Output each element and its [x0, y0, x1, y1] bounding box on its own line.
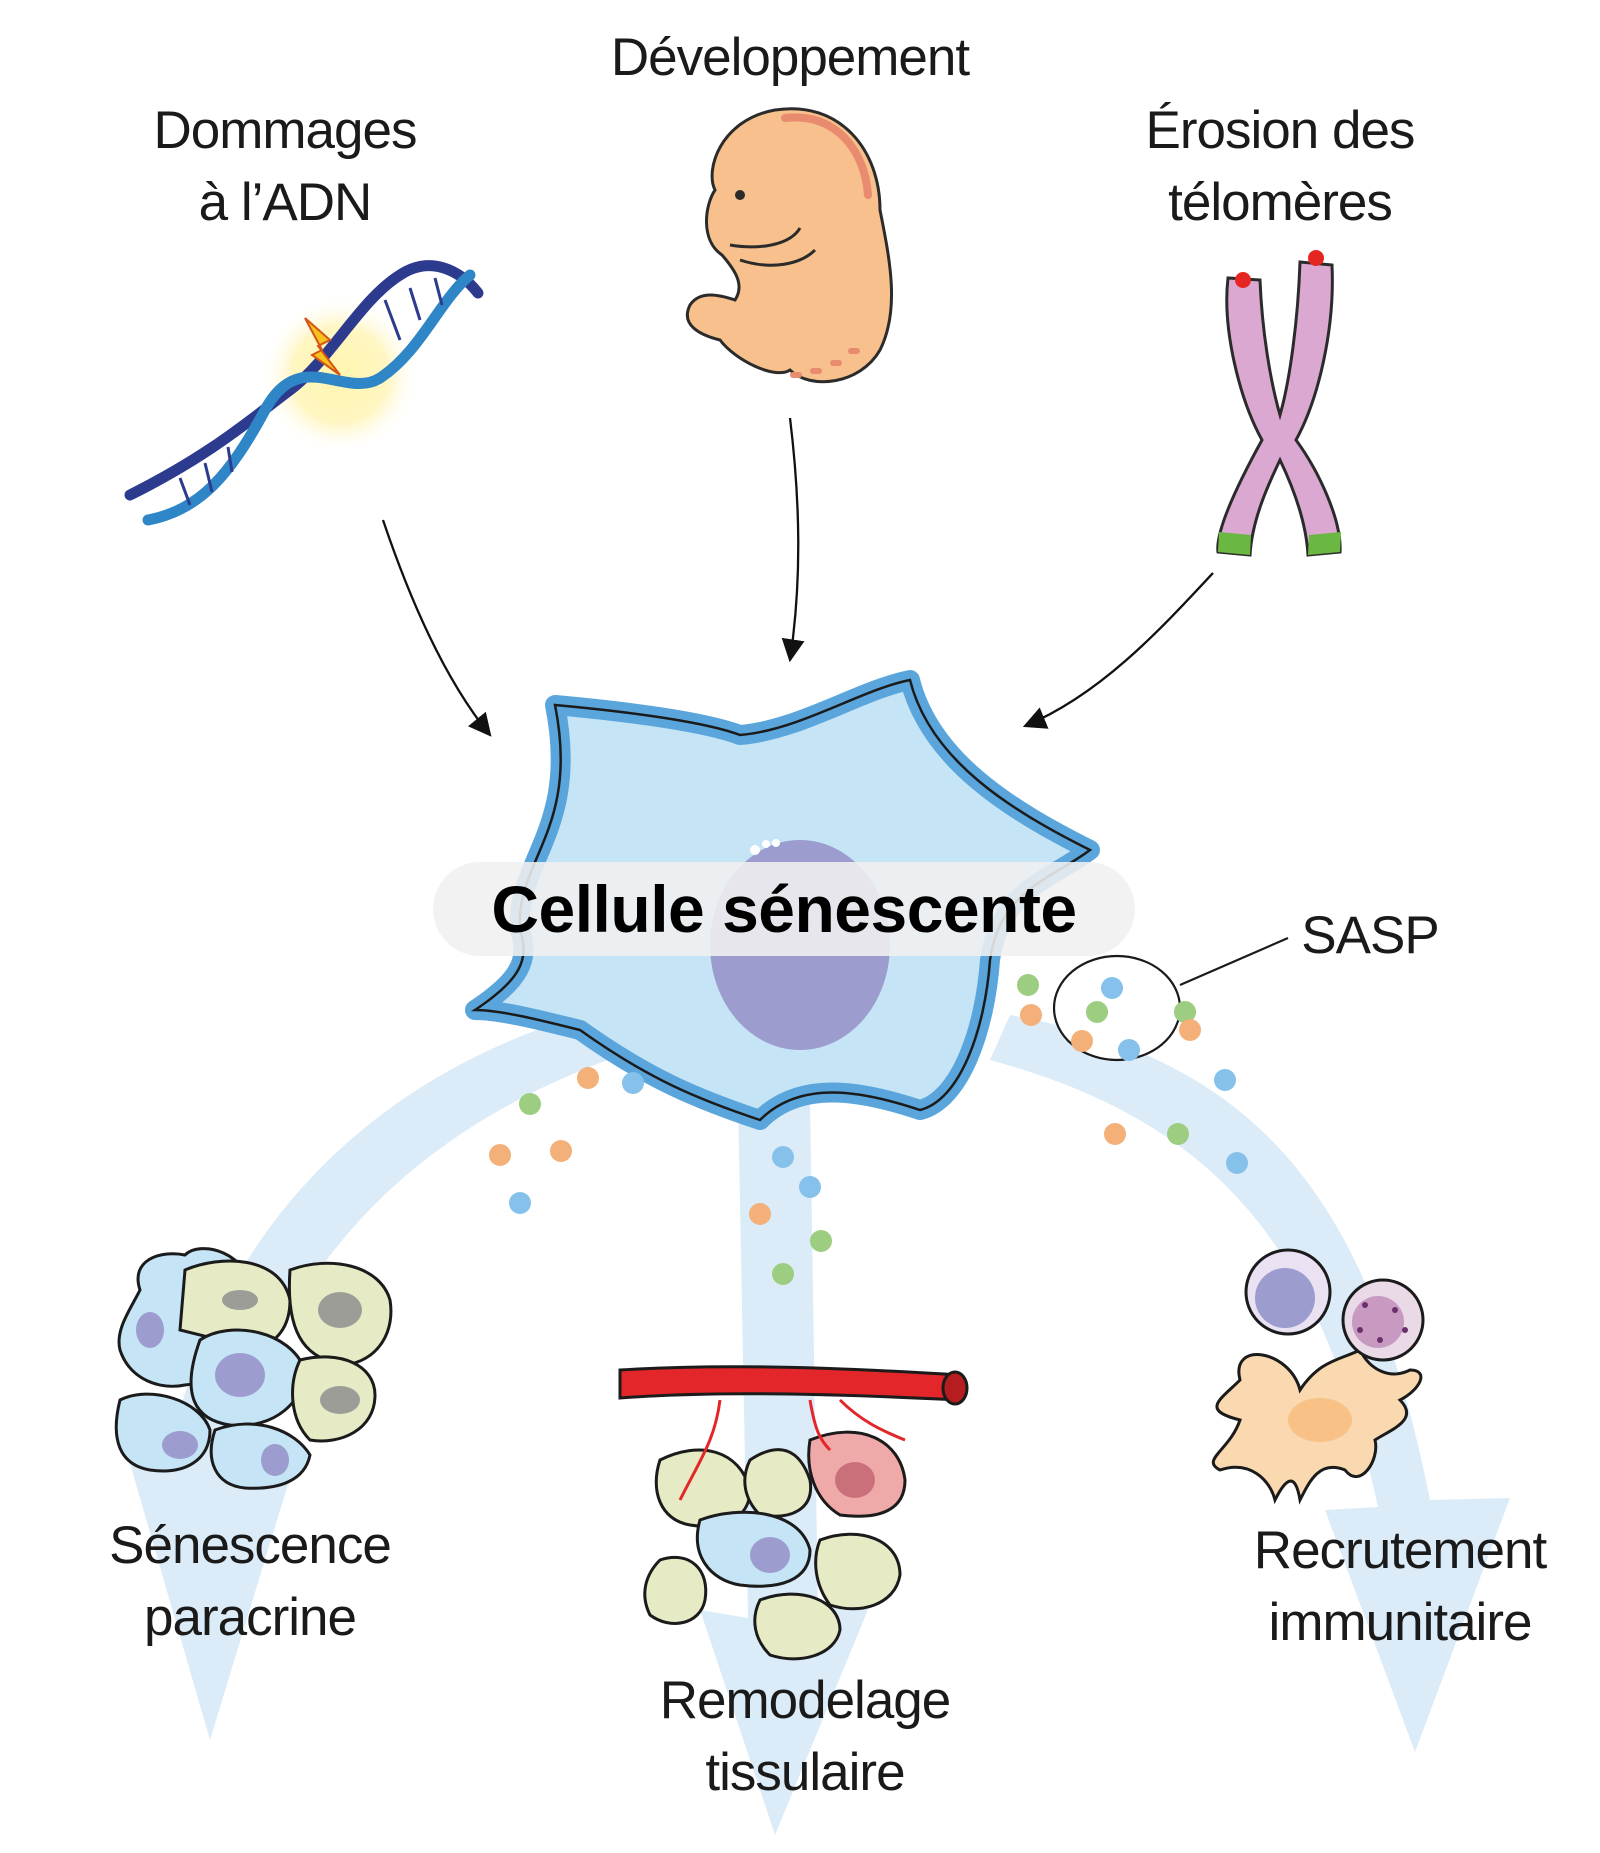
outcome-label-immune-line2: immunitaire: [1268, 1593, 1533, 1652]
cause-arrows: [381, 417, 1214, 737]
sasp-label: SASP: [1301, 906, 1439, 965]
outcome-label-remodel-line1: Remodelage: [659, 1671, 952, 1730]
arrow-telo: [1022, 572, 1214, 729]
cause-label-dna-line2: à l’ADN: [198, 173, 373, 232]
outcome-label-immune: Recrutement immunitaire: [1210, 1515, 1590, 1659]
title-background: [433, 862, 1135, 956]
cause-label-telo-line2: télomères: [1168, 173, 1393, 232]
blood-vessel-tissue-icon: [618, 1365, 969, 1661]
outcome-label-remodel-line2: tissulaire: [705, 1743, 905, 1802]
embryo-icon: [685, 107, 893, 384]
immune-cells-icon: [1211, 1248, 1425, 1505]
flow-arrow-immune: [990, 1015, 1510, 1752]
outcome-label-paracrine-line2: paracrine: [144, 1588, 357, 1647]
dna-damage-icon: [124, 260, 484, 526]
outcome-label-remodel: Remodelage tissulaire: [605, 1665, 1005, 1809]
cause-label-dev-line1: Développement: [610, 28, 970, 87]
outcome-label-paracrine-line1: Sénescence: [109, 1516, 392, 1575]
arrow-dev: [781, 417, 805, 663]
cause-label-dev: Développement: [560, 22, 1020, 94]
outcome-label-immune-line1: Recrutement: [1253, 1521, 1547, 1580]
sasp-particles: [489, 974, 1248, 1285]
cause-label-dna: Dommages à l’ADN: [105, 95, 465, 239]
arrow-dna: [381, 519, 492, 737]
tissue-cells-icon: [114, 1247, 393, 1490]
center-title: Cellule sénescente: [491, 872, 1077, 946]
chromosome-icon: [1216, 250, 1342, 557]
cause-label-dna-line1: Dommages: [153, 101, 418, 160]
cause-label-telo-line1: Érosion des: [1145, 101, 1416, 160]
outcome-label-paracrine: Sénescence paracrine: [60, 1510, 440, 1654]
cause-label-telo: Érosion des télomères: [1080, 95, 1480, 239]
